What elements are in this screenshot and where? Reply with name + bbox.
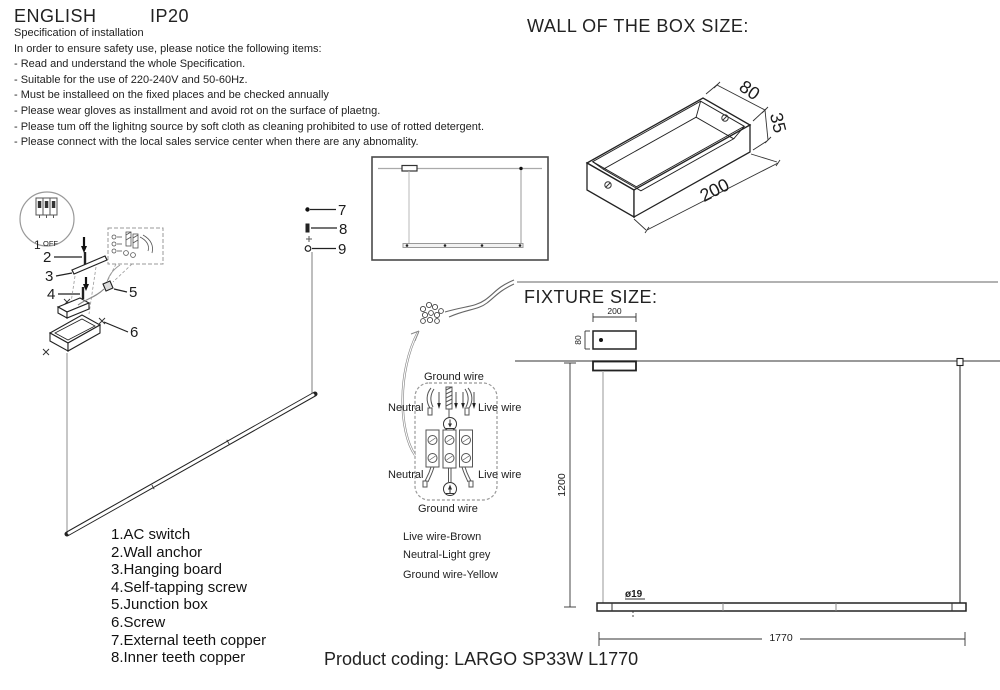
light-bar-side-view [596,602,967,612]
ground-symbol-top [443,417,457,431]
callout-7: 7 [338,202,346,219]
wire-attachment [956,357,964,367]
parts-list: 1.AC switch 2.Wall anchor 3.Hanging boar… [111,526,266,667]
callout-2: 2 [43,249,51,266]
part-item: 1.AC switch [111,526,191,543]
wall-box-drawing: 80 35 200 [585,76,790,234]
spec-intro: In order to ensure safety use, please no… [14,42,322,55]
terminal-strips [425,429,473,469]
dimension-lines [633,81,781,234]
incoming-wires [426,386,473,418]
switch-number-label: 1 [34,238,41,252]
junction-box-drawing [48,288,105,352]
wall-box-title: WALL OF THE BOX SIZE: [527,16,749,36]
language-title: ENGLISH [14,6,97,26]
cable-clamp-glyph [102,280,114,292]
wiring-detail-inset [107,227,164,283]
bar-length-dim: 1770 [769,632,793,644]
junction-wire [77,288,105,306]
canopy-width-dim: 80 [573,335,583,345]
product-coding: Product coding: LARGO SP33W L1770 [324,649,639,669]
wire-color-neutral: Neutral-Light grey [403,549,491,561]
insert-arrows [437,392,476,409]
press-arrows [81,237,89,291]
spec-item: - Please connect with the local sales se… [14,136,419,149]
suspension-parts: 7 8 9 [304,202,347,258]
part-item: 7.External teeth copper [111,631,267,649]
callout-8: 8 [339,221,347,238]
mounting-parts-detail: 2 3 4 [42,237,108,356]
small-screw-mark [306,236,312,242]
box-outline [585,97,752,219]
spec-item: - Please wear gloves as installment and … [14,104,381,117]
specification-block: Specification of installation In order t… [14,26,484,151]
spec-title: Specification of installation [14,27,144,39]
light-bar-drawing [64,252,318,537]
callout-5: 5 [129,284,137,301]
ground-symbol-bottom [443,482,457,496]
outgoing-wires [422,466,474,488]
installation-diagram: 1 OFF 2 3 4 [19,191,347,537]
dim-depth: 35 [766,111,790,135]
installed-view-drawing [371,156,549,261]
screw-holes [604,114,729,189]
neutral-top-label: Neutral [388,402,423,414]
ground-wire-bottom-label: Ground wire [418,503,478,515]
canopy-top-view: 200 80 [573,306,637,350]
spec-item: - Read and understand the whole Specific… [14,58,246,71]
live-top-label: Live wire [478,402,521,414]
wire-strands [419,301,444,324]
canopy-side-view [592,360,637,372]
part-item: 5.Junction box [111,596,208,614]
part-item: 6.Screw [111,613,166,631]
part-item: 2.Wall anchor [111,543,203,561]
light-bar-mini [402,243,524,248]
wire-grip-glyph [304,245,312,252]
switch-state-label: OFF [43,239,58,248]
tube-diameter-dim: ø19 [625,589,643,600]
terminal-block-outline [414,382,498,501]
wiring-diagram: Ground wire [388,279,521,515]
live-bottom-label: Live wire [478,469,521,481]
part-item: 8.Inner teeth copper [111,649,246,667]
part-item: 4.Self-tapping screw [111,578,247,596]
suspension-height-dim: 1200 [556,473,568,497]
part-item: 3.Hanging board [111,561,222,579]
connect-arrow [401,330,420,456]
spec-item: - Please tum off the lighitng source by … [14,120,485,133]
spec-item: - Suitable for the use of 220-240V and 5… [14,73,248,86]
ip-rating: IP20 [150,6,190,26]
fixture-size-title: FIXTURE SIZE: [524,287,658,307]
mains-cable [444,279,515,318]
neutral-bottom-label: Neutral [388,469,423,481]
spec-item: - Must be installeed on the fixed places… [14,89,329,102]
canopy-length-dim: 200 [607,306,621,316]
inner-teeth-copper-glyph [305,223,310,233]
ground-wire-top-label: Ground wire [424,371,484,383]
callout-6: 6 [130,324,138,341]
wire-color-ground: Ground wire-Yellow [403,569,498,581]
breaker-icon [35,197,58,218]
alignment-dashes [68,266,97,317]
canopy-mini [401,164,418,172]
callout-4: 4 [47,286,55,303]
power-off-instruction: 1 OFF [19,191,75,252]
dim-width: 80 [736,76,764,104]
clamp-wire [106,264,121,283]
callout-9: 9 [338,241,346,258]
wire-color-live: Live wire-Brown [403,531,482,543]
callout-3: 3 [45,268,53,285]
fixture-size-drawing: 200 80 1200 ø19 1770 [515,281,1000,646]
wire-color-legend: Live wire-Brown Neutral-Light grey Groun… [403,528,498,584]
hanging-board-glyph [71,255,108,275]
external-teeth-copper-glyph [305,207,310,212]
